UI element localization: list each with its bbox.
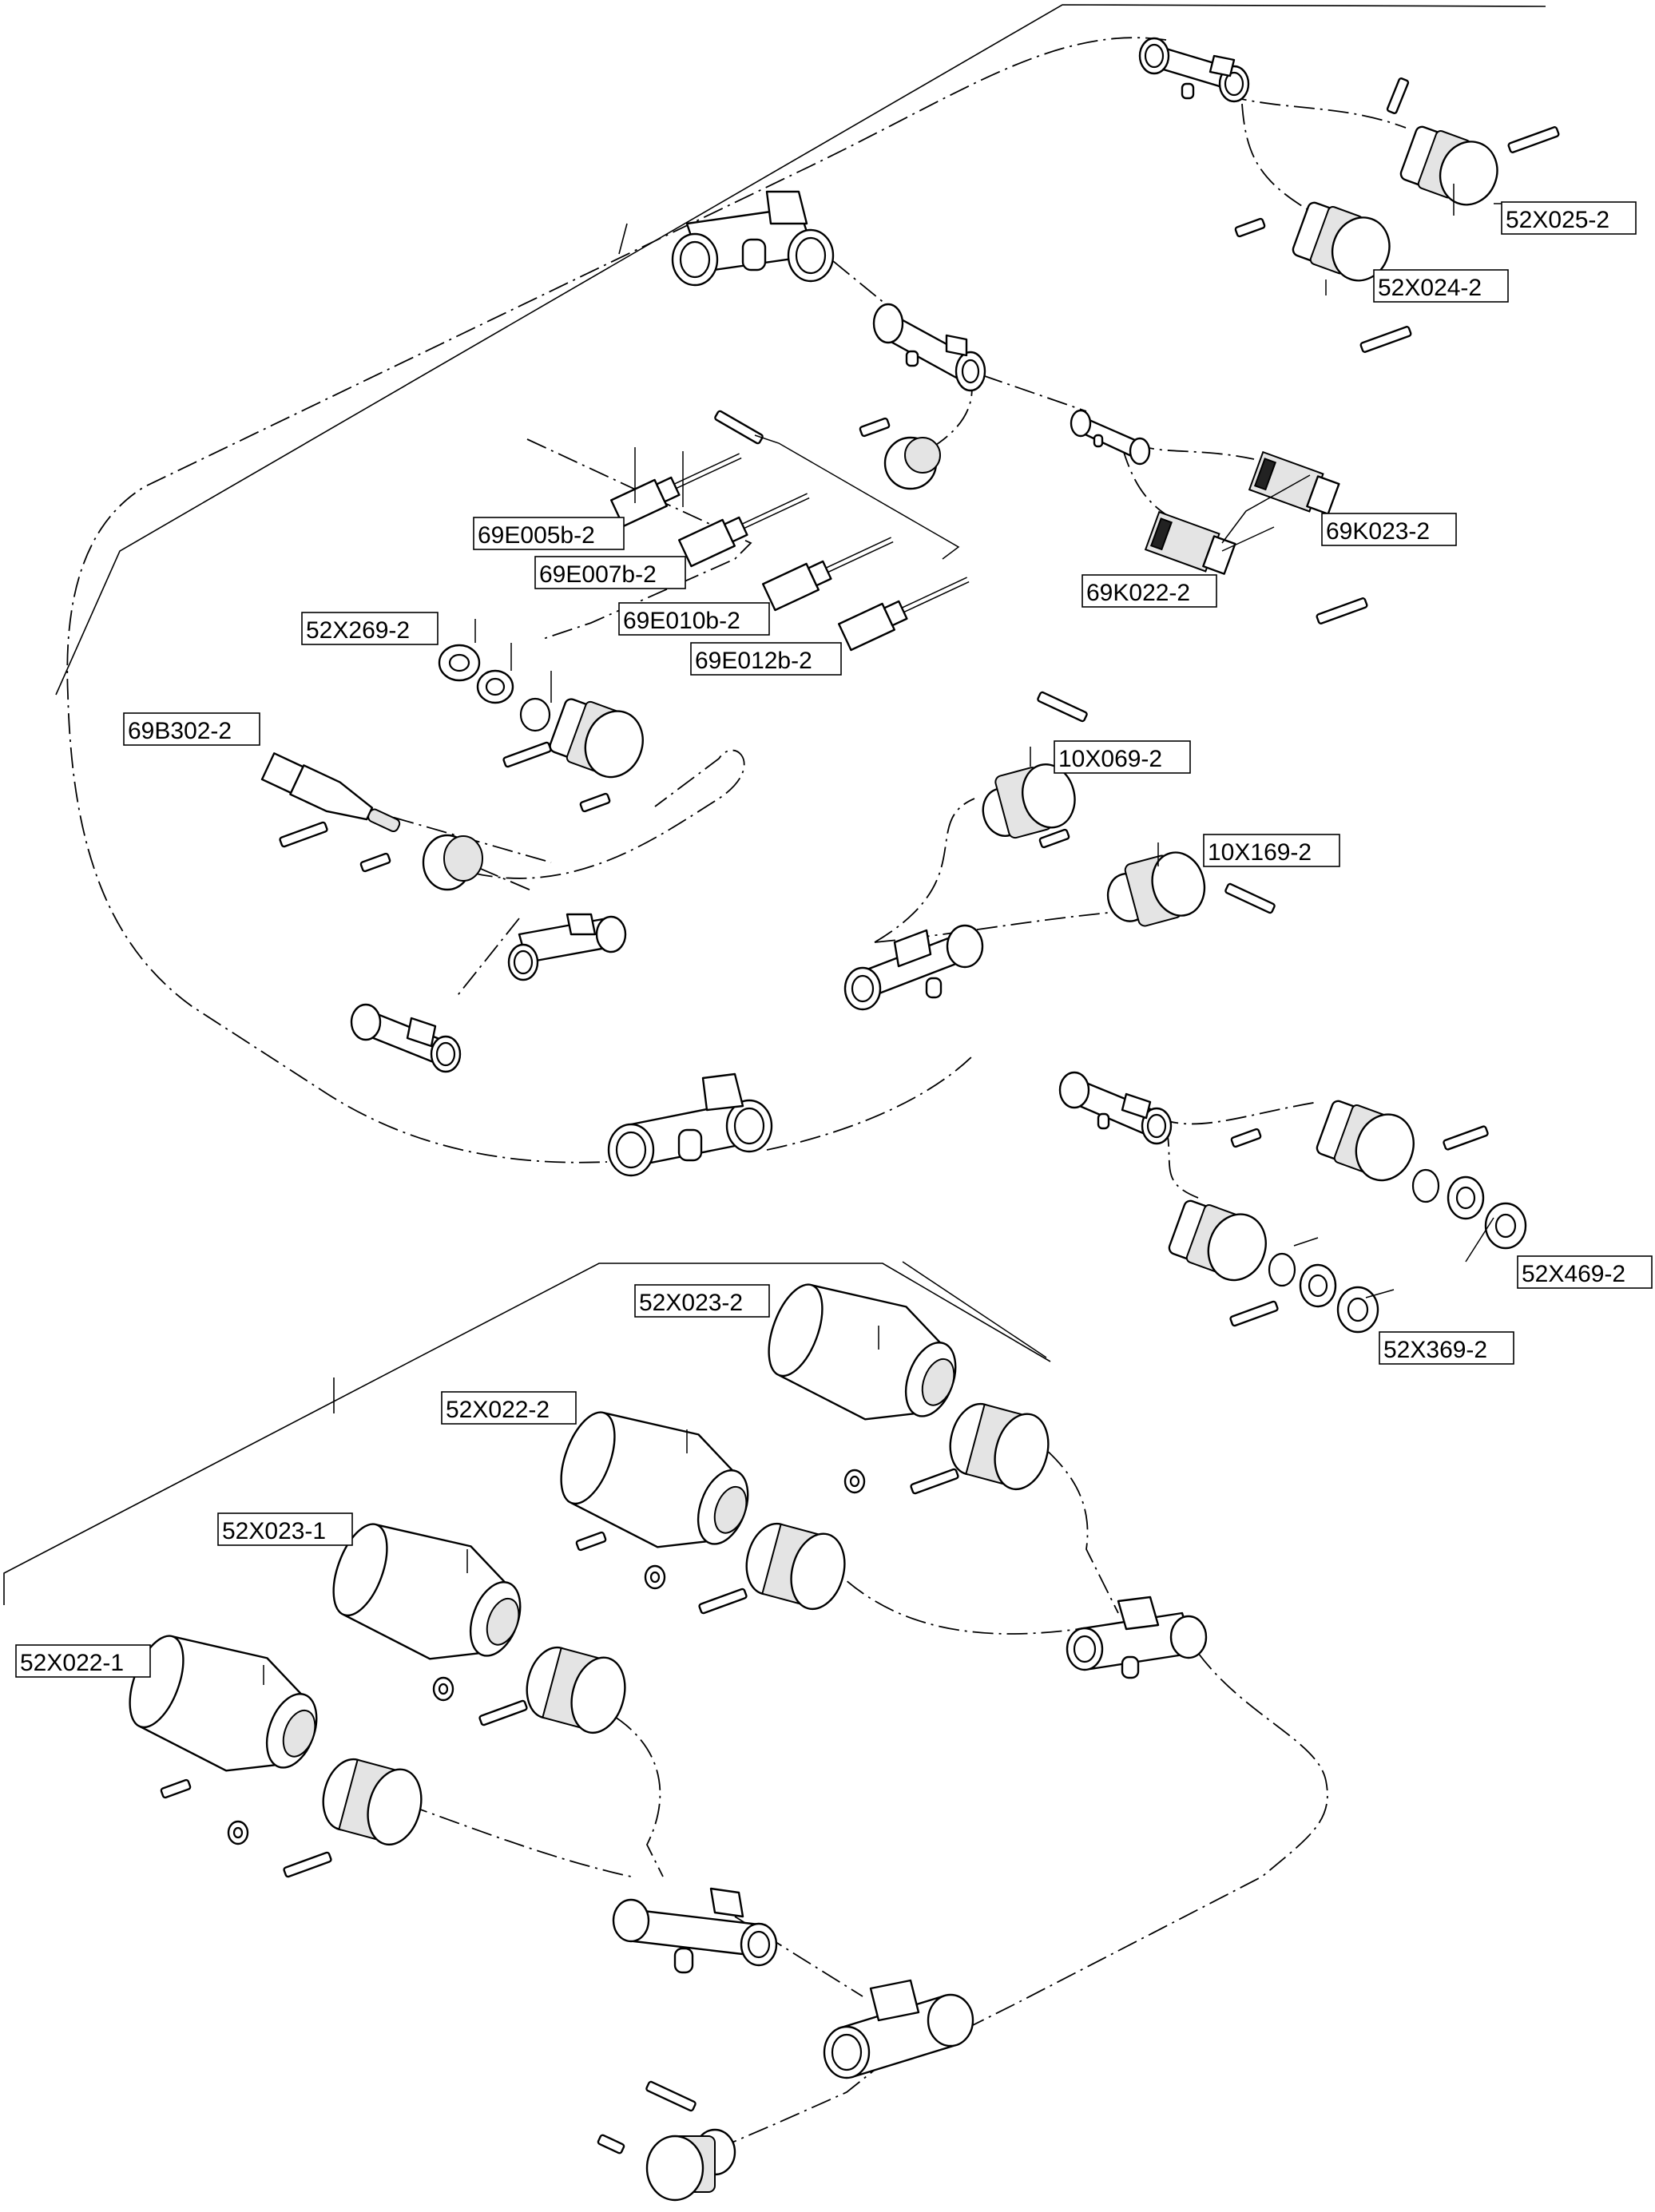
svg-text:52X024-2: 52X024-2 (1378, 275, 1482, 301)
part-label-52X022-2: 52X022-2 (441, 1391, 577, 1425)
round-connector (1399, 125, 1498, 206)
svg-text:69K023-2: 69K023-2 (1326, 518, 1430, 545)
splice-junction (1058, 1071, 1173, 1145)
part-label-69E005b-2: 69E005b-2 (473, 517, 625, 550)
splice-junction (1070, 409, 1151, 466)
round-connector (549, 698, 644, 779)
part-label-52X369-2: 52X369-2 (1379, 1331, 1514, 1365)
svg-text:69B302-2: 69B302-2 (128, 718, 232, 744)
part-label-69E010b-2: 69E010b-2 (618, 602, 770, 636)
part-label-10X169-2: 10X169-2 (1203, 834, 1340, 867)
adapter-ring (322, 1758, 423, 1846)
svg-text:52X269-2: 52X269-2 (306, 617, 410, 644)
o-ring (1268, 1252, 1296, 1287)
gland-nut (422, 834, 483, 891)
part-label-52X022-1: 52X022-1 (15, 1644, 151, 1678)
svg-text:69E012b-2: 69E012b-2 (695, 648, 812, 674)
part-label-69B302-2: 69B302-2 (123, 712, 260, 746)
adapter-ring (949, 1402, 1050, 1491)
round-connector (1292, 201, 1391, 282)
svg-text:69E005b-2: 69E005b-2 (478, 522, 595, 549)
svg-text:52X022-2: 52X022-2 (446, 1397, 550, 1423)
splice-junction (350, 1003, 462, 1073)
svg-text:52X023-1: 52X023-1 (222, 1518, 326, 1544)
lock-washer (1299, 1263, 1337, 1308)
part-label-52X024-2: 52X024-2 (1373, 269, 1509, 303)
svg-text:10X169-2: 10X169-2 (1208, 839, 1312, 866)
adapter-ring (526, 1646, 626, 1734)
part-label-52X025-2: 52X025-2 (1501, 201, 1637, 235)
gland-nut (883, 436, 941, 490)
rect-connector-69E005b (610, 453, 742, 528)
rect-connector-69E012b (838, 577, 970, 652)
svg-text:52X025-2: 52X025-2 (1506, 207, 1609, 233)
hex-nut (438, 644, 481, 682)
part-label-52X469-2: 52X469-2 (1517, 1255, 1653, 1289)
splice-junction (1066, 1596, 1208, 1679)
svg-text:52X023-2: 52X023-2 (639, 1290, 743, 1316)
splice-junction (823, 1979, 974, 2079)
harness-boundary-lines (3, 4, 1546, 1605)
part-label-52X023-1: 52X023-1 (217, 1512, 353, 1546)
seal-caps (227, 1469, 866, 1845)
part-label-69E012b-2: 69E012b-2 (690, 642, 842, 676)
svg-text:52X022-1: 52X022-1 (20, 1650, 124, 1676)
round-connector (1106, 851, 1206, 927)
hex-nut (1484, 1202, 1527, 1250)
svg-text:52X469-2: 52X469-2 (1522, 1261, 1625, 1287)
svg-text:69E007b-2: 69E007b-2 (539, 561, 657, 588)
splice-junction (607, 1072, 773, 1177)
sensor-69B302 (260, 752, 401, 832)
part-label-69E007b-2: 69E007b-2 (534, 556, 686, 589)
o-ring (1411, 1168, 1440, 1203)
lock-washer (476, 669, 514, 704)
large-connector-52X022-2 (560, 1411, 749, 1548)
part-label-10X069-2: 10X069-2 (1054, 740, 1191, 774)
splice-junction (507, 913, 627, 981)
svg-text:69K022-2: 69K022-2 (1086, 580, 1190, 606)
o-ring (519, 697, 551, 732)
rect-connector-69E007b (678, 493, 810, 568)
splice-junction (671, 190, 835, 287)
part-label-52X023-2: 52X023-2 (634, 1284, 770, 1318)
rect-connector-69E010b (762, 537, 894, 612)
svg-text:69E010b-2: 69E010b-2 (623, 608, 740, 634)
svg-text:52X369-2: 52X369-2 (1383, 1337, 1487, 1363)
hex-nut (1336, 1286, 1379, 1334)
large-connector-52X023-2 (768, 1283, 957, 1421)
contact-pins (160, 77, 1560, 2155)
rect-connector-69K023 (1248, 450, 1340, 515)
adapter-ring (745, 1522, 846, 1611)
lock-washer (1447, 1175, 1485, 1220)
splice-junction (843, 924, 984, 1011)
round-connector (645, 2128, 736, 2202)
round-connector (982, 763, 1076, 839)
round-connector (1316, 1100, 1415, 1182)
part-label-52X269-2: 52X269-2 (301, 612, 439, 645)
round-connector (1168, 1199, 1267, 1282)
part-label-69K022-2: 69K022-2 (1082, 574, 1217, 608)
large-connector-52X022-1 (129, 1635, 318, 1772)
part-label-69K023-2: 69K023-2 (1321, 513, 1457, 546)
splice-junction (872, 303, 986, 392)
svg-text:10X069-2: 10X069-2 (1058, 746, 1162, 772)
rect-connector-69K022 (1144, 510, 1236, 575)
leader-lines (263, 184, 1502, 1685)
splice-junction (1138, 37, 1250, 103)
splice-junction (612, 1887, 778, 1974)
